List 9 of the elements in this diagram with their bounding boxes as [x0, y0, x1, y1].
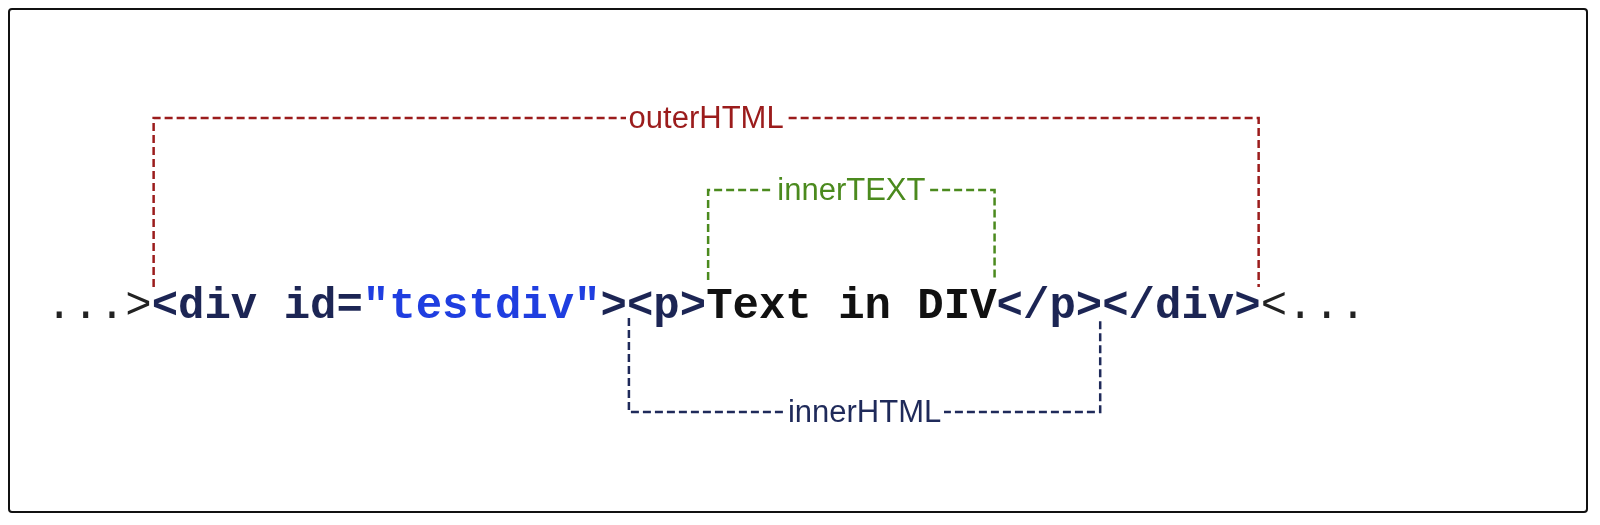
code-text: </p> [996, 281, 1103, 331]
code-text: <... [1260, 281, 1367, 331]
code-text: <p> [626, 281, 707, 331]
code-text: ...> [46, 281, 152, 331]
code-text: > [600, 281, 627, 331]
code-text: </div> [1102, 281, 1261, 331]
code-text: Text in DIV [706, 281, 997, 331]
code-text: <div id= [151, 281, 363, 331]
code-text: "testdiv" [362, 281, 601, 331]
